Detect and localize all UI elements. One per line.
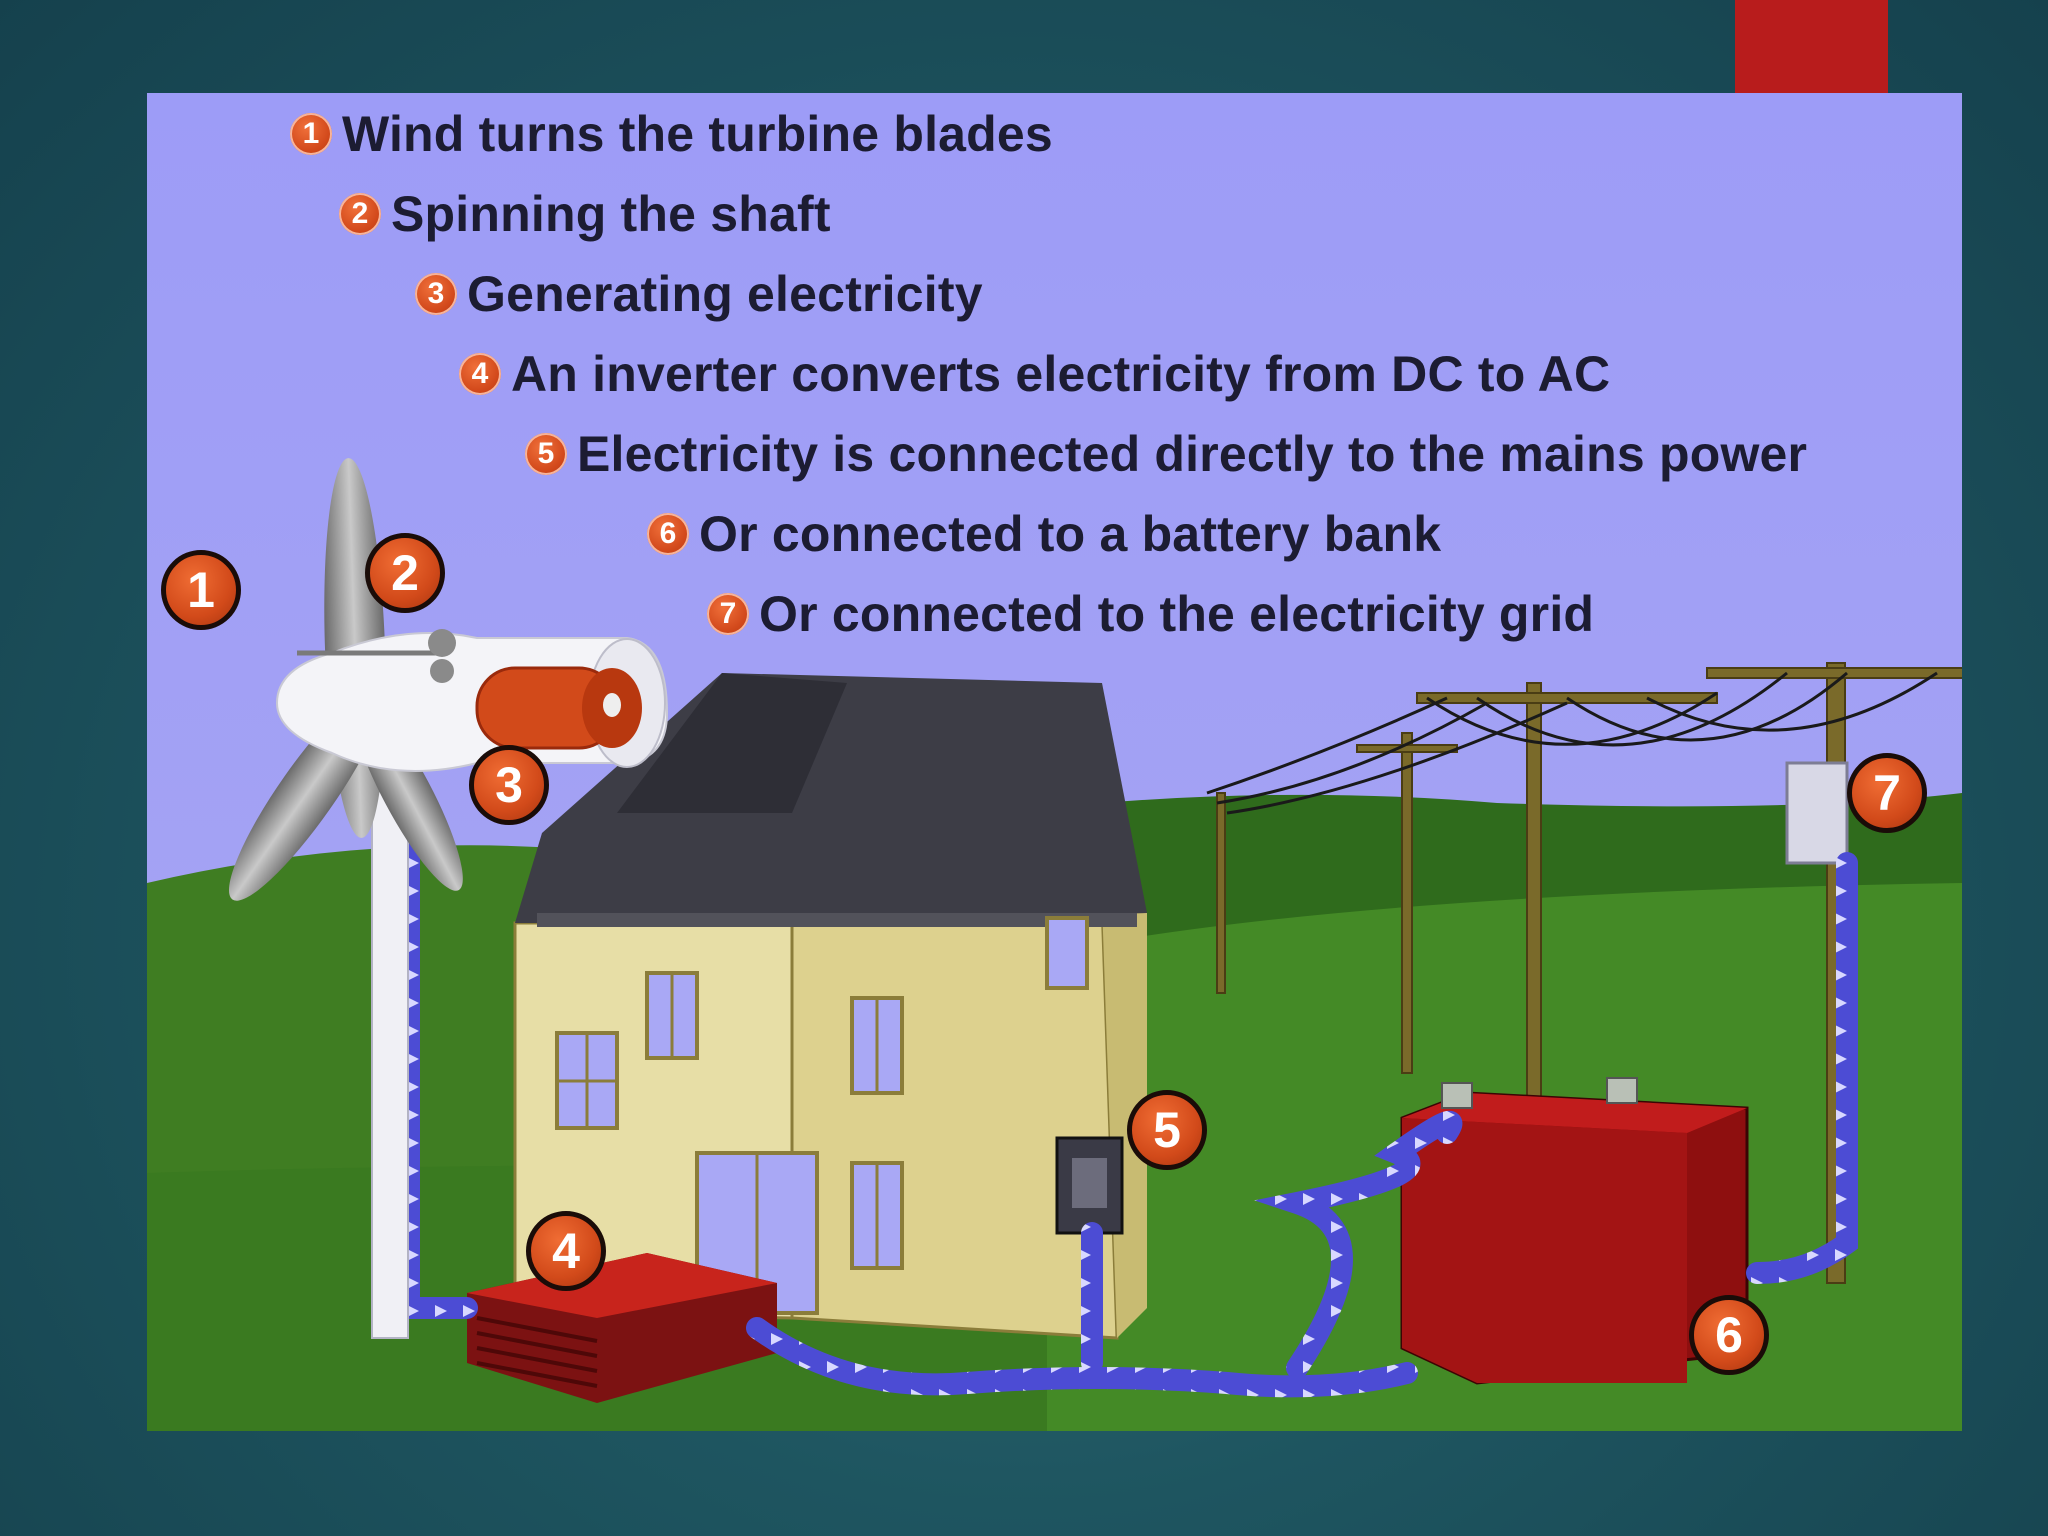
step-number-badge: 5	[525, 433, 567, 475]
marker-generator: 3	[469, 745, 549, 825]
step-text: Or connected to a battery bank	[699, 506, 1442, 562]
step-text: Electricity is connected directly to the…	[577, 426, 1808, 482]
inverter	[467, 1253, 777, 1403]
diagram-illustration	[147, 93, 1962, 1431]
step-text: Or connected to the electricity grid	[759, 586, 1595, 642]
wind-turbine	[228, 458, 669, 1339]
step-number-badge: 3	[415, 273, 457, 315]
wind-power-diagram: 1 Wind turns the turbine blades 2 Spinni…	[147, 93, 1962, 1431]
marker-blades: 1	[161, 550, 241, 630]
step-number-badge: 1	[290, 113, 332, 155]
accent-tab	[1735, 0, 1888, 95]
marker-battery: 6	[1689, 1295, 1769, 1375]
grid-junction-box	[1785, 761, 1849, 865]
step-number-badge: 2	[339, 193, 381, 235]
step-7: 7 Or connected to the electricity grid	[707, 585, 1594, 643]
step-1: 1 Wind turns the turbine blades	[290, 105, 1053, 163]
step-number-badge: 7	[707, 593, 749, 635]
step-text: Generating electricity	[467, 266, 983, 322]
power-lines	[1206, 671, 1938, 815]
step-5: 5 Electricity is connected directly to t…	[525, 425, 1807, 483]
house	[513, 673, 1147, 1340]
step-text: Wind turns the turbine blades	[342, 106, 1053, 162]
step-2: 2 Spinning the shaft	[339, 185, 831, 243]
step-4: 4 An inverter converts electricity from …	[459, 345, 1610, 403]
step-3: 3 Generating electricity	[415, 265, 983, 323]
marker-mains-meter: 5	[1127, 1090, 1207, 1170]
marker-grid: 7	[1847, 753, 1927, 833]
step-number-badge: 4	[459, 353, 501, 395]
step-text: Spinning the shaft	[391, 186, 831, 242]
step-6: 6 Or connected to a battery bank	[647, 505, 1441, 563]
step-text: An inverter converts electricity from DC…	[511, 346, 1611, 402]
marker-shaft: 2	[365, 533, 445, 613]
step-number-badge: 6	[647, 513, 689, 555]
marker-inverter: 4	[526, 1211, 606, 1291]
